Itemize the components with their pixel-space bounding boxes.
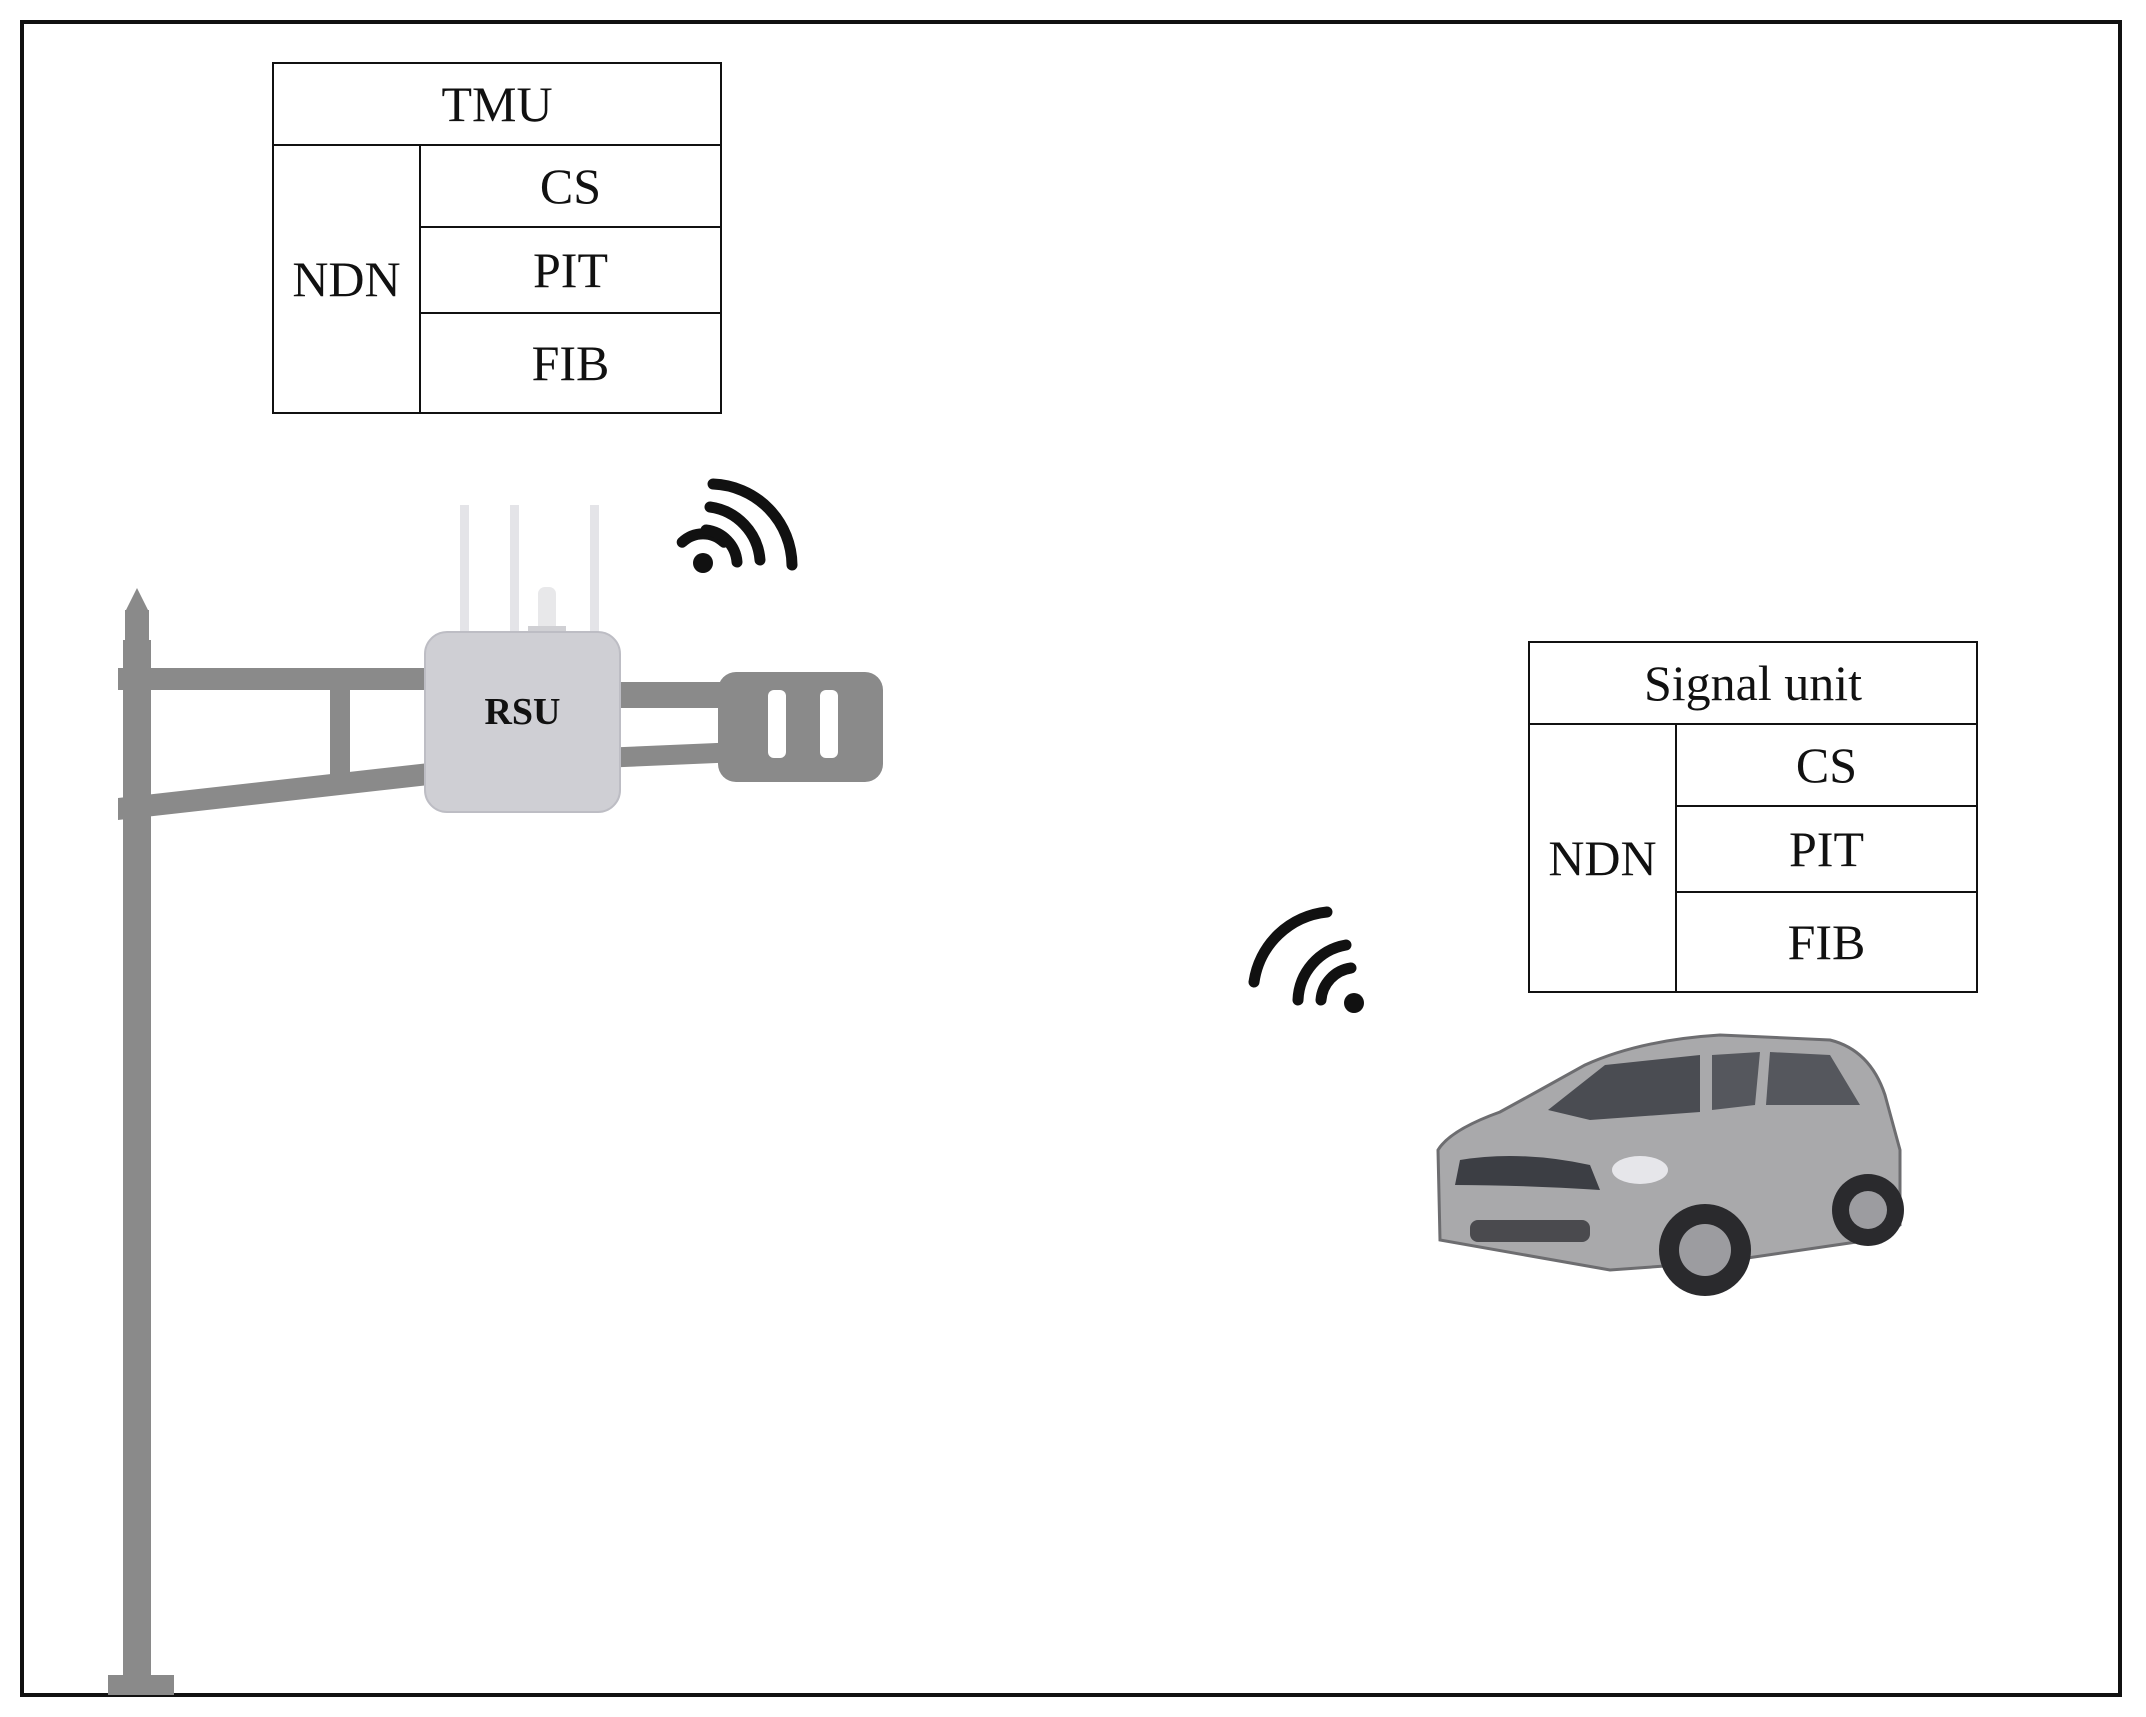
wifi-signal-icon <box>676 528 730 573</box>
tmu-pit-cell: PIT <box>418 226 723 314</box>
signal-unit-ndn-label: NDN <box>1528 723 1677 993</box>
tmu-title: TMU <box>271 62 723 146</box>
signal-unit-table: Signal unit NDN CS PIT FIB <box>1527 641 1979 993</box>
car-icon <box>1436 1033 1904 1296</box>
signal-unit-title: Signal unit <box>1527 641 1979 725</box>
wifi-signal-icon <box>1248 906 1364 1013</box>
rsu-label: RSU <box>484 691 561 733</box>
traffic-pole-icon <box>108 588 883 1695</box>
signal-unit-fib-cell: FIB <box>1674 891 1979 993</box>
wifi-signal-icon <box>700 478 798 571</box>
tmu-table: TMU NDN CS PIT FIB <box>271 62 723 414</box>
rsu-device-icon <box>424 505 621 813</box>
signal-unit-cs-cell: CS <box>1674 723 1979 807</box>
signal-unit-pit-cell: PIT <box>1674 805 1979 893</box>
tmu-cs-cell: CS <box>418 144 723 228</box>
tmu-ndn-label: NDN <box>272 144 421 414</box>
tmu-fib-cell: FIB <box>418 312 723 414</box>
